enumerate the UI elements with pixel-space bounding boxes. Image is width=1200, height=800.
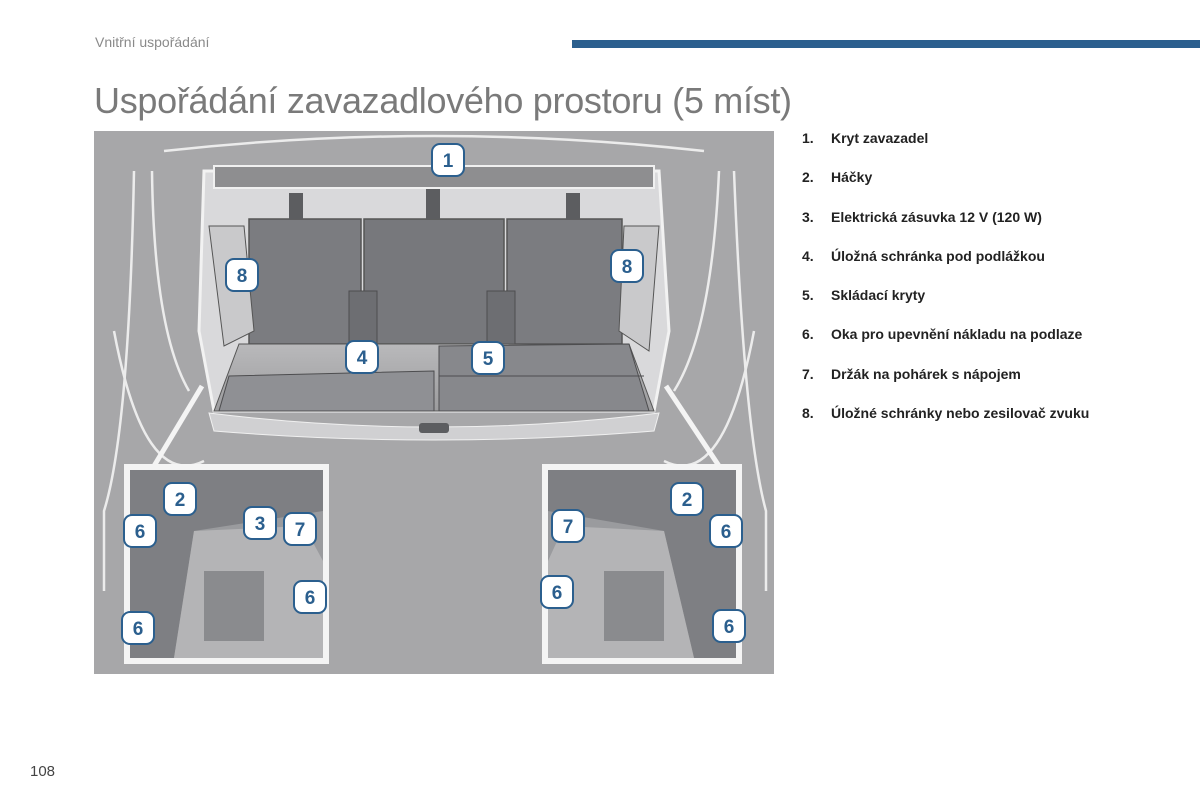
legend-list: 1. Kryt zavazadel 2. Háčky 3. Elektrická zá…: [802, 128, 1192, 442]
rear-bumper: [208, 412, 660, 441]
folding-cover: [438, 343, 650, 412]
svg-text:2: 2: [175, 490, 186, 511]
legend-number: 2.: [802, 169, 814, 186]
svg-text:3: 3: [255, 514, 266, 535]
legend-text: Kryt zavazadel: [831, 130, 929, 146]
callout-6-right-c: 6: [712, 609, 746, 643]
svg-text:1: 1: [443, 151, 454, 172]
section-label: Vnitřní uspořádání: [95, 34, 210, 50]
latch: [419, 423, 449, 433]
legend-text: Elektrická zásuvka 12 V (120 W): [831, 208, 1042, 225]
seat-latch: [289, 193, 303, 219]
legend-item: 7. Držák na pohárek s nápojem: [802, 364, 1192, 403]
svg-text:6: 6: [721, 522, 732, 543]
detail-inset-right: [542, 464, 742, 664]
callout-6-left-c: 6: [121, 611, 155, 645]
legend-item: 5. Skládací kryty: [802, 285, 1192, 324]
svg-text:5: 5: [483, 349, 494, 370]
svg-text:6: 6: [133, 619, 144, 640]
legend-number: 5.: [802, 287, 814, 304]
header-rule: [572, 40, 1200, 48]
callout-7-right: 7: [551, 509, 585, 543]
legend-number: 6.: [802, 326, 814, 343]
callout-7-left: 7: [283, 512, 317, 546]
svg-text:6: 6: [724, 617, 735, 638]
callout-5: 5: [471, 341, 505, 375]
callout-6-right-a: 6: [709, 514, 743, 548]
svg-text:8: 8: [237, 266, 248, 287]
callout-6-left-b: 6: [293, 580, 327, 614]
callout-2-right: 2: [670, 482, 704, 516]
legend-number: 3.: [802, 208, 814, 225]
legend-text: Oka pro upevnění nákladu na podlaze: [831, 326, 1083, 343]
callout-6-right-b: 6: [540, 575, 574, 609]
callout-8-right: 8: [610, 249, 644, 283]
legend-text: Skládací kryty: [831, 287, 926, 304]
legend-number: 1.: [802, 130, 814, 146]
legend-number: 8.: [802, 405, 814, 422]
svg-text:7: 7: [563, 517, 574, 538]
legend-text: Úložné schránky nebo zesilovač zvuku: [831, 405, 1090, 422]
callout-1: 1: [431, 143, 465, 177]
legend-text: Háčky: [831, 169, 873, 186]
legend-item: 4. Úložná schránka pod podlážkou: [802, 246, 1192, 285]
svg-text:6: 6: [135, 522, 146, 543]
svg-text:4: 4: [357, 348, 368, 369]
svg-text:6: 6: [552, 583, 563, 604]
belt-buckle: [486, 290, 516, 347]
callout-3: 3: [243, 506, 277, 540]
trunk-illustration: 1 8 8 4 5 2 6 3: [94, 131, 774, 674]
callout-2-left: 2: [163, 482, 197, 516]
legend-item: 3. Elektrická zásuvka 12 V (120 W): [802, 207, 1192, 246]
seat-latch: [566, 193, 580, 219]
callout-6-left-a: 6: [123, 514, 157, 548]
page-number: 108: [30, 763, 56, 780]
legend-item: 8. Úložné schránky nebo zesilovač zvuku: [802, 403, 1192, 442]
trunk-frame: [197, 165, 671, 441]
page-title: Uspořádání zavazadlového prostoru (5 mís…: [94, 80, 792, 121]
seat-latch: [426, 189, 440, 219]
detail-connectors: [151, 384, 722, 468]
seat-back-right: [506, 218, 623, 345]
legend-item: 1. Kryt zavazadel: [802, 128, 1192, 167]
legend-text: Držák na pohárek s nápojem: [831, 365, 1021, 382]
seat-back-left: [248, 218, 362, 345]
legend-number: 7.: [802, 365, 814, 382]
svg-text:7: 7: [295, 520, 306, 541]
callout-8-left: 8: [225, 258, 259, 292]
legend-item: 6. Oka pro upevnění nákladu na podlaze: [802, 324, 1192, 363]
legend-item: 2. Háčky: [802, 167, 1192, 206]
svg-text:2: 2: [682, 490, 693, 511]
underfloor-storage-lid: [218, 370, 435, 412]
legend-number: 4.: [802, 247, 814, 264]
seat-back-middle: [363, 218, 505, 345]
callout-4: 4: [345, 340, 379, 374]
svg-text:6: 6: [305, 588, 316, 609]
belt-buckle: [348, 290, 378, 347]
legend-text: Úložná schránka pod podlážkou: [831, 247, 1045, 264]
svg-text:8: 8: [622, 257, 633, 278]
